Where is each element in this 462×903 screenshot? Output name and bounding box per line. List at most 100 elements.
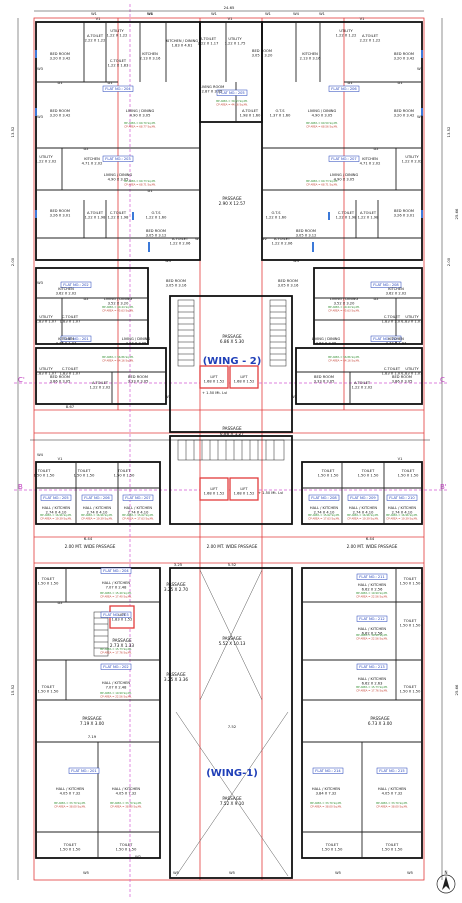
room-size: 1.37 X 1.60 xyxy=(270,114,291,118)
room-name: UTILITY xyxy=(39,315,53,319)
opening-tag: W4 xyxy=(165,259,172,263)
left-height-dim-2: 2.00 xyxy=(10,257,15,266)
cp-area: CP AREA = 68.71 Sq.Mt. xyxy=(124,183,156,187)
room-name: TOILET xyxy=(385,843,399,847)
passage-name: PASSAGE xyxy=(222,426,242,431)
flat-label-box xyxy=(370,335,402,342)
room-name: BED ROOM xyxy=(50,109,70,113)
left-height-dim-3: 15.52 xyxy=(10,684,15,695)
room-name: KITCHEN xyxy=(58,287,74,291)
flat-label-box xyxy=(356,615,388,622)
room-size: 2.87 X 3.05 xyxy=(202,90,223,94)
room-name: KITCHEN / DINING xyxy=(166,39,198,43)
opening-tag: V1 xyxy=(228,17,233,21)
passage-name: 2.00 MT. WIDE PASSAGE xyxy=(347,544,398,549)
room-name: UTILITY xyxy=(110,29,124,33)
room-size: 2.74 X 4.10 xyxy=(87,511,108,515)
room-size: 3.26 X 3.01 xyxy=(50,214,71,218)
opening-tag: W2 xyxy=(165,395,171,399)
opening-tag: W1 xyxy=(265,12,271,16)
flat-label: FLAT NO.: 206 xyxy=(84,496,110,500)
room-name: BED ROOM xyxy=(50,209,70,213)
flat-label-box xyxy=(216,89,248,96)
cp-area: CP AREA = 22.56 Sq.Mt. xyxy=(356,637,388,641)
room-size: 3.05 X 3.12 xyxy=(296,234,317,238)
room-size: 4.71 X 2.02 xyxy=(360,162,381,166)
opening-tag: V1 xyxy=(360,17,365,21)
inner-walls xyxy=(36,22,422,858)
flat-label-box xyxy=(81,494,113,501)
flat-label: FLAT NO.: 209 xyxy=(350,496,376,500)
passage-size: 6.86 X 5.30 xyxy=(220,339,245,344)
room-name: KITCHEN xyxy=(388,337,404,341)
cp-area: CP AREA = 38.00 Sq.Mt. xyxy=(54,805,86,809)
room-name: LIVING / DINING xyxy=(104,173,133,177)
room-name: O.T.S xyxy=(275,109,285,113)
opening-tag: W2 xyxy=(195,237,201,241)
bp-area: BP AREA = 33.70 Sq.Mt. xyxy=(110,801,142,805)
section-marks: C' C B B' xyxy=(18,376,447,491)
bp-area: BP AREA = 16.96 Sq.Mt. xyxy=(40,513,72,517)
bp-area: BP AREA = 15.62 Sq.Mt. xyxy=(122,513,154,517)
bp-area: BP AREA = 56.86 Sq.Mt. xyxy=(102,355,134,359)
lower-width-dim-4: 7.52 xyxy=(228,724,237,729)
room-name: TOILET xyxy=(41,577,55,581)
right-height-dim-2: 25.66 xyxy=(454,208,459,219)
lower-width-dim-3: 5.52 xyxy=(228,562,237,567)
room-size: 2.74 X 4.10 xyxy=(392,511,413,515)
room-size: 1.83 X 1.07 xyxy=(402,372,423,376)
room-name: UTILITY xyxy=(405,315,419,319)
passage-name: PASSAGE xyxy=(222,334,242,339)
wing-2-label: (WING - 2) xyxy=(203,356,262,367)
flat-label: FLAT NO.: 201 xyxy=(63,337,88,341)
room-size: 1.50 X 1.50 xyxy=(114,474,135,478)
room-name: TOILET xyxy=(37,469,51,473)
room-size: 3.77 X 1.97 xyxy=(386,342,407,346)
room-size: 6.62 X 2.63 xyxy=(362,682,383,686)
lower-width-dim-2: 3.25 xyxy=(174,562,183,567)
flat-label-box xyxy=(328,85,360,92)
right-height-dim-1: 13.52 xyxy=(446,126,451,137)
opening-tag: D1 xyxy=(397,81,402,85)
flat-label-box xyxy=(122,494,154,501)
opening-tag: W4 xyxy=(147,12,154,16)
area-labels: BP AREA = 60.70 Sq.Mt.CP AREA = 68.77 Sq… xyxy=(40,99,418,809)
room-size: 3.05 X 3.16 xyxy=(166,284,187,288)
wing2-width-dim-1: 8.67 xyxy=(66,404,75,409)
flat-label: FLAT NO.: 212 xyxy=(359,617,384,621)
room-name: BED ROOM xyxy=(50,375,70,379)
bp-area: BP AREA = 16.96 Sq.Mt. xyxy=(347,513,379,517)
passage-size: 7.19 X 3.00 xyxy=(80,721,105,726)
bp-area: BP AREA = 15.73 Sq.Mt. xyxy=(100,647,132,651)
room-name: A.TOILET xyxy=(200,37,217,41)
room-name: LIFT xyxy=(118,613,126,617)
room-size: 6.62 X 2.56 xyxy=(362,632,383,636)
flat-label-box xyxy=(312,767,344,774)
room-name: TOILET xyxy=(401,469,415,473)
room-name: TOILET xyxy=(403,619,417,623)
opening-tag: W1 xyxy=(91,12,97,16)
flat-label: FLAT NO.: 213 xyxy=(359,665,384,669)
bp-area: BP AREA = 33.70 Sq.Mt. xyxy=(54,801,86,805)
flat-label: FLAT NO.: 203 xyxy=(105,157,130,161)
room-name: A.TOILET xyxy=(360,211,377,215)
opening-tag: D1 xyxy=(57,81,62,85)
room-name: UTILITY xyxy=(228,37,242,41)
flat-label-box xyxy=(370,281,402,288)
flat-label: FLAT NO.: 209 xyxy=(373,337,399,341)
cp-area: CP AREA = 19.39 Sq.Mt. xyxy=(81,517,113,521)
room-size: 1.83 X 1.07 xyxy=(36,372,57,376)
room-size: 2.74 X 4.10 xyxy=(353,511,374,515)
flat-label: FLAT NO.: 210 xyxy=(389,496,415,500)
room-size: 1.83 X 1.52 xyxy=(112,618,133,622)
flat-label: FLAT NO.: 207 xyxy=(125,496,150,500)
cp-area: CP AREA = 22.56 Sq.Mt. xyxy=(356,595,388,599)
passage-name: PASSAGE xyxy=(222,636,242,641)
flat-label-box xyxy=(376,767,408,774)
bp-area: BP AREA = 60.70 Sq.Mt. xyxy=(124,121,156,125)
room-size: 1.83 X 1.07 xyxy=(60,372,81,376)
room-name: C.TOILET xyxy=(62,315,79,319)
wing2-width-dim-3: 6.44 xyxy=(366,536,375,541)
flat-label: FLAT NO.: 214 xyxy=(315,769,341,773)
passage-size: 7.52 X 9.10 xyxy=(220,801,245,806)
